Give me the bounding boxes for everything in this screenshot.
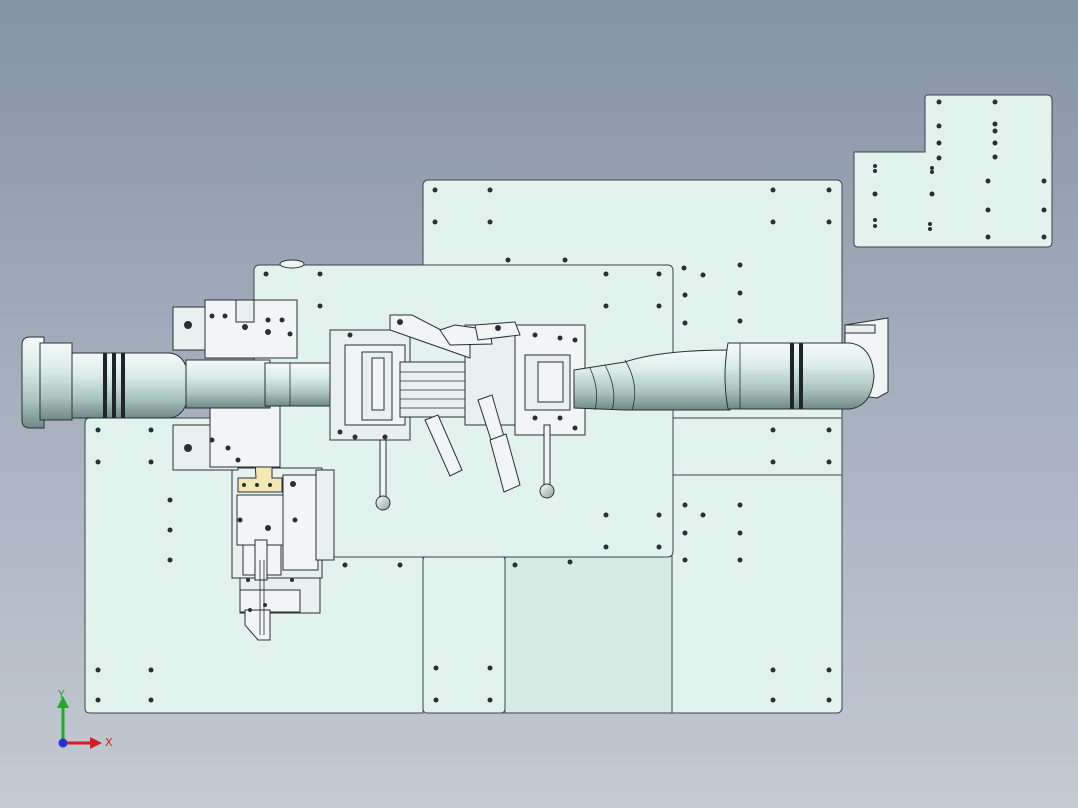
y-axis-arrowhead — [57, 696, 69, 708]
bottom-strip-plate — [422, 555, 673, 714]
z-axis-dot — [58, 738, 68, 748]
central-clamp-mechanism — [329, 314, 586, 441]
left-tube-section — [21, 336, 346, 429]
top-right-plate — [853, 94, 1053, 248]
y-axis-label: Y — [57, 688, 65, 701]
right-tube-section — [573, 342, 875, 411]
x-axis-label: X — [105, 736, 113, 749]
x-axis-arrowhead — [90, 737, 102, 749]
clamp-handles — [375, 394, 555, 511]
left-clamp-bracket — [172, 299, 298, 471]
axis-triad: Y X — [48, 684, 118, 754]
